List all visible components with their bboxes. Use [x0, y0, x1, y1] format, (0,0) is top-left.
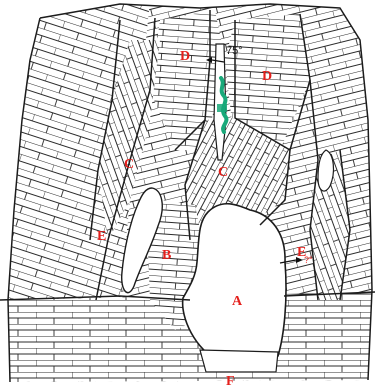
label-d-left: D [180, 49, 190, 64]
label-c-center: C [218, 165, 228, 180]
label-b: B [162, 248, 171, 263]
label-c-left: C [124, 157, 134, 172]
label-f: F [226, 374, 235, 389]
label-e-right: E [297, 245, 306, 260]
top-angle-annotation: 75° [226, 45, 243, 57]
lower-chamber [200, 350, 278, 372]
label-d-right: D [262, 69, 272, 84]
label-e-left: E [97, 229, 106, 244]
label-a: A [232, 294, 243, 309]
